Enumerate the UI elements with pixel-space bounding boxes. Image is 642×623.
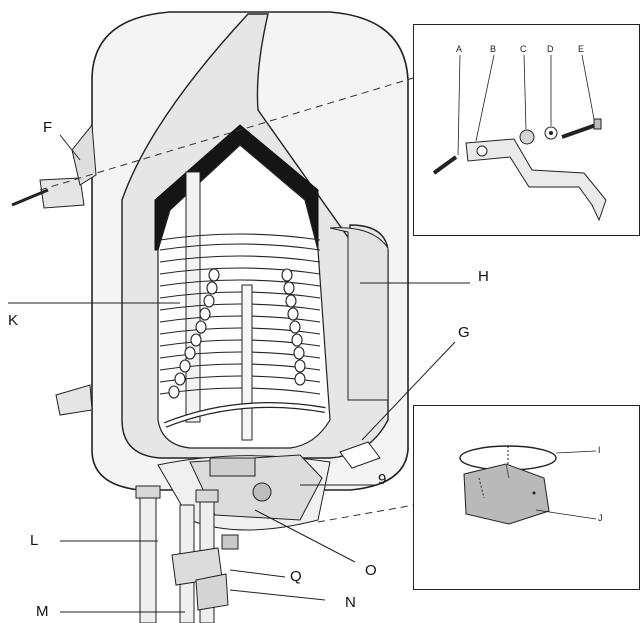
cover-assembly-inset: I J	[413, 405, 640, 590]
label-h: H	[478, 268, 489, 285]
wall-bracket-left	[39, 177, 85, 209]
pipe-l-nut	[135, 485, 161, 499]
label-nine: 9	[378, 471, 387, 488]
label-l: L	[30, 532, 39, 549]
label-b: B	[490, 44, 497, 54]
label-m: M	[36, 603, 49, 620]
label-i: I	[598, 445, 601, 455]
label-f: F	[43, 119, 53, 136]
flue-pipe	[185, 171, 201, 423]
mounting-hardware-inset: A B C D E	[413, 24, 640, 236]
mounting-hardware-drawing	[432, 54, 607, 222]
lower-hook	[55, 384, 93, 416]
cover-assembly-drawing	[459, 445, 597, 525]
label-o: O	[365, 562, 377, 579]
leader-lines	[8, 134, 470, 613]
label-c: C	[520, 44, 527, 54]
pipe-l	[139, 489, 157, 623]
heating-rod	[241, 284, 253, 441]
dash-to-top-inset	[39, 69, 441, 191]
label-e: E	[578, 44, 585, 54]
thermostat-box	[209, 457, 256, 477]
label-a: A	[456, 44, 463, 54]
label-q: Q	[290, 568, 302, 585]
label-g: G	[458, 324, 470, 341]
hanger-tab	[71, 123, 97, 186]
valve-handle	[221, 534, 239, 550]
pipe-n-nut	[195, 489, 219, 503]
coil-beads	[168, 268, 306, 399]
valve-n-body	[195, 573, 229, 611]
label-k: K	[8, 312, 19, 329]
label-n: N	[345, 594, 356, 611]
thermostat-knob	[252, 482, 272, 502]
label-d: D	[547, 44, 554, 54]
bottom-loop-inner	[164, 403, 326, 427]
insulation-panel	[329, 227, 389, 401]
label-j: J	[598, 513, 603, 523]
thermostat-window	[339, 441, 381, 469]
